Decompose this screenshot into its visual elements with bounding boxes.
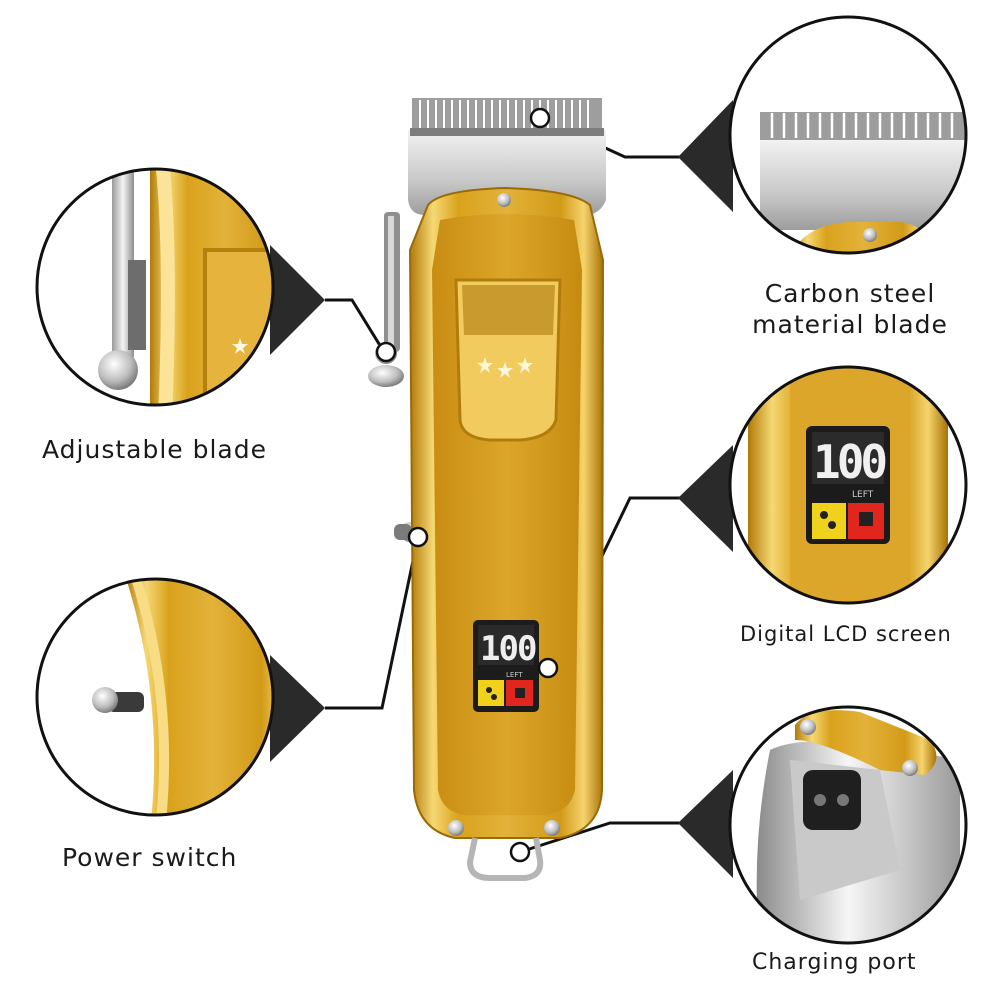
caption-lcd-screen: Digital LCD screen	[740, 622, 952, 646]
zoom-circle-power-switch	[35, 577, 275, 817]
caption-carbon-line-1: Carbon steel	[764, 279, 936, 308]
zoom-circle-carbon-blade	[728, 15, 968, 255]
callout-pointers	[270, 100, 733, 878]
body-lcd-sublabel: LEFT	[506, 671, 523, 679]
caption-charging-port: Charging port	[752, 950, 917, 975]
hanging-loop	[466, 837, 544, 881]
leader-line-power-switch	[325, 536, 420, 710]
zoom-circle-adjustable-blade	[35, 167, 275, 407]
caption-carbon-blade: Carbon steel material blade	[740, 278, 960, 340]
body-lcd-digits: 100	[480, 629, 536, 669]
caption-adjustable-blade: Adjustable blade	[42, 435, 267, 464]
zoom-lcd-sublabel: LEFT	[852, 490, 874, 500]
clipper-body: 100 LEFT	[368, 98, 606, 881]
leader-line-adjustable-blade	[325, 298, 386, 353]
leader-line-charging-port	[519, 821, 680, 854]
leader-dots	[375, 107, 559, 863]
zoom-lcd-digits: 100	[813, 435, 885, 489]
body-lcd: 100 LEFT	[473, 620, 539, 712]
caption-carbon-line-2: material blade	[752, 310, 948, 339]
star-logo	[477, 357, 533, 378]
zoom-circle-charging-port	[728, 705, 968, 945]
zoom-circle-lcd-screen: 100 LEFT	[728, 365, 968, 605]
caption-power-switch: Power switch	[62, 843, 238, 872]
